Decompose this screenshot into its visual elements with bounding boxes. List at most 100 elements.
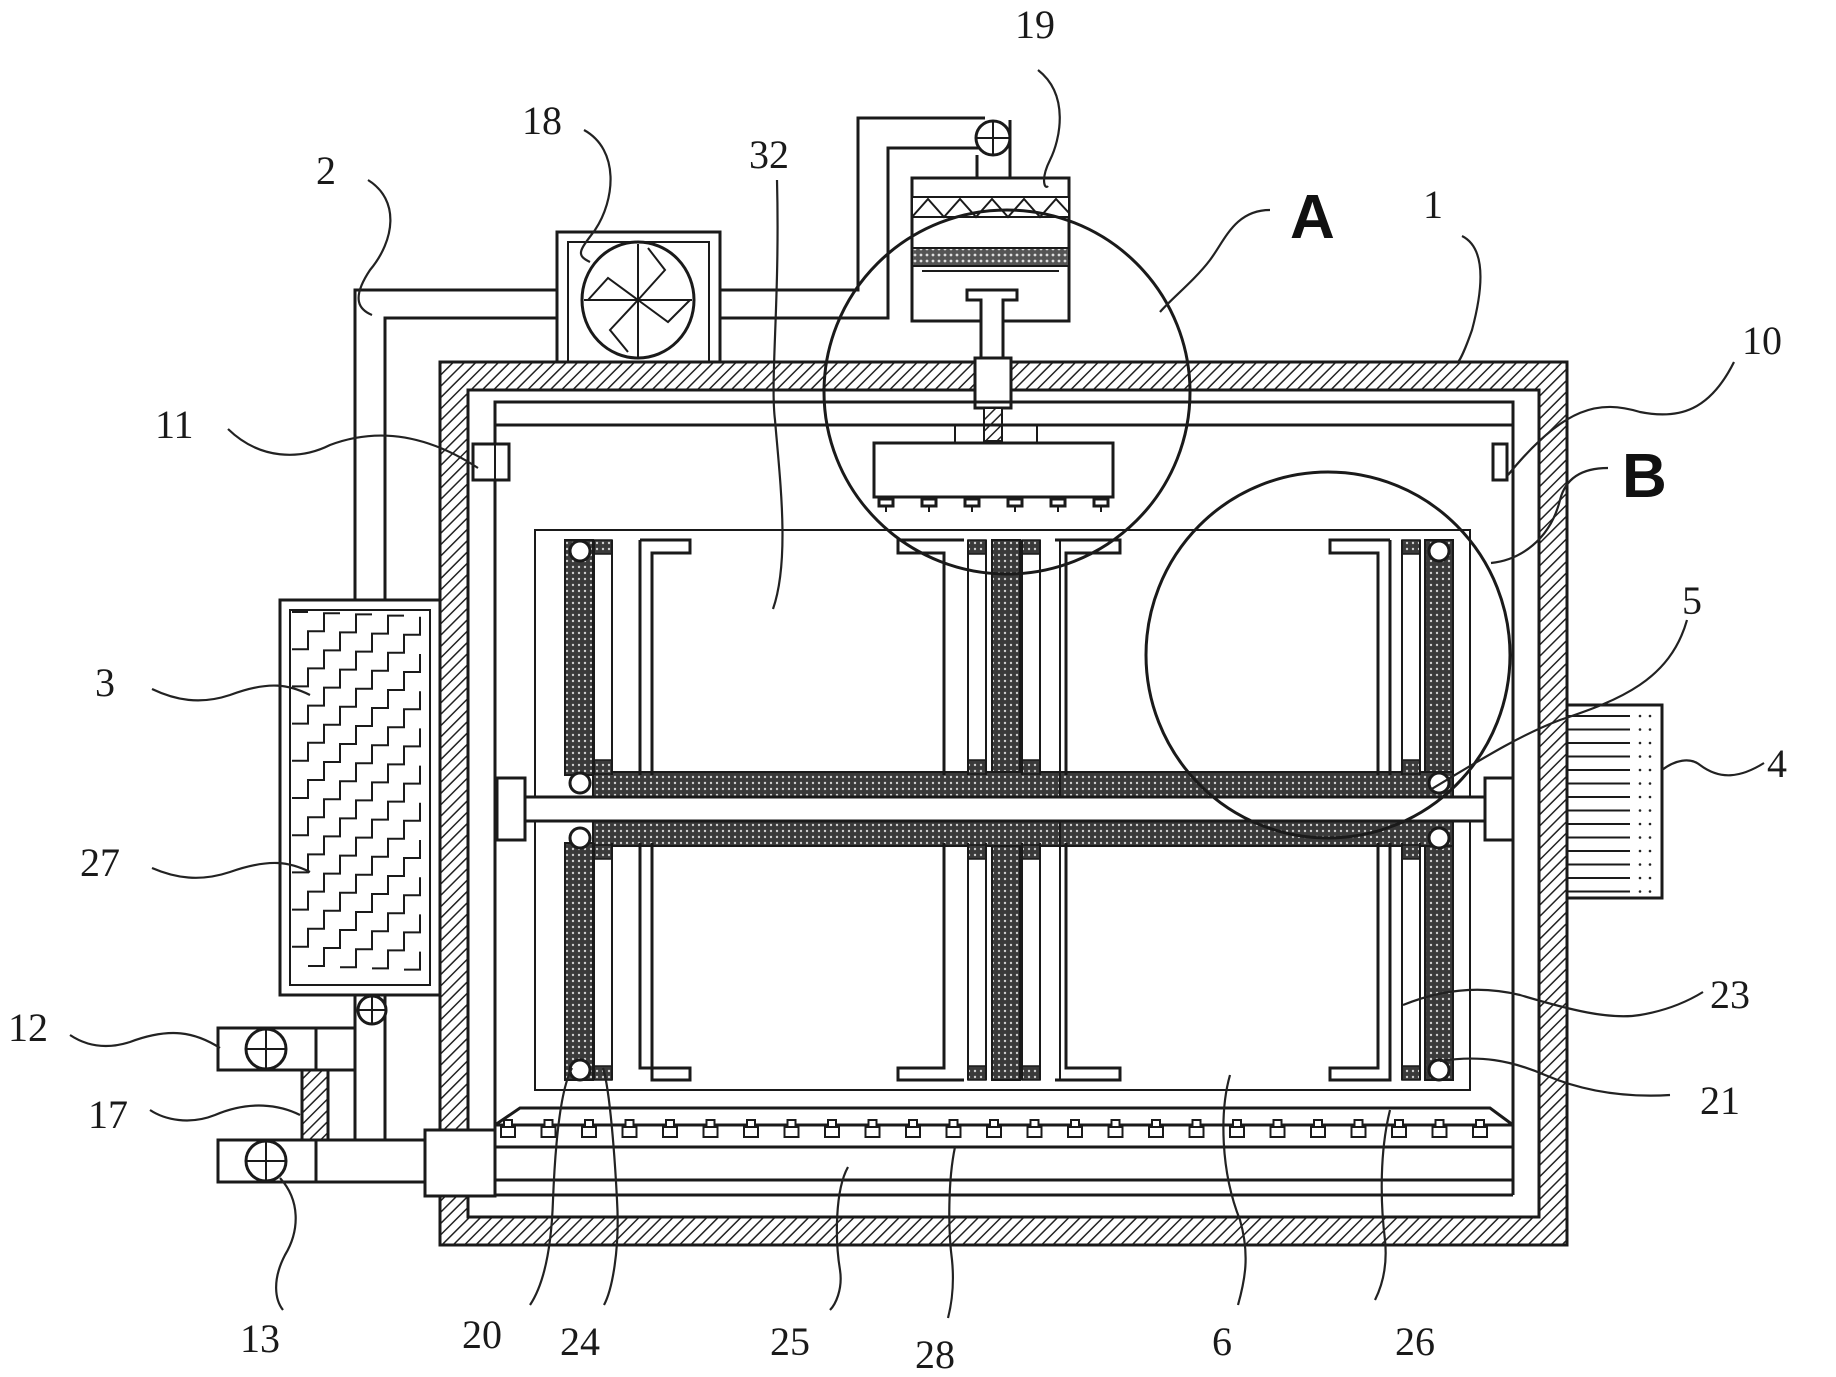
- lower-valve-fan: [216, 1128, 497, 1198]
- spray-head: [872, 425, 1115, 512]
- nozzle-cap: [503, 1119, 513, 1128]
- tray-bracket: [896, 538, 964, 775]
- nozzle: [1049, 497, 1067, 508]
- label-10: 10: [1742, 318, 1782, 363]
- heating-coil: [292, 611, 421, 971]
- nozzle-cap: [1394, 1119, 1404, 1128]
- fin-dot: [1638, 863, 1642, 866]
- upper-valve-fan: [216, 1026, 357, 1072]
- fin-dot: [1638, 714, 1642, 718]
- coil-step: [292, 728, 421, 874]
- nozzle-cap: [1029, 1119, 1040, 1128]
- pad: [967, 759, 987, 775]
- pad: [1021, 759, 1041, 775]
- bottom-plenum: [494, 1106, 1514, 1197]
- nozzle: [743, 1126, 759, 1138]
- tray-bracket: [1328, 538, 1390, 775]
- fin-dot: [1648, 890, 1652, 893]
- nozzle: [1310, 1126, 1326, 1138]
- nozzle: [621, 1126, 638, 1138]
- fin-dot: [1648, 849, 1652, 853]
- heater-box: [278, 598, 442, 997]
- nozzle: [1229, 1126, 1245, 1138]
- fin-dot: [1638, 768, 1642, 772]
- label-17: 12: [8, 1005, 48, 1050]
- fin-dot: [1638, 782, 1642, 785]
- fin-dot: [1638, 849, 1642, 853]
- pad: [967, 539, 987, 555]
- coil-step: [292, 616, 421, 762]
- fin-dot: [1638, 822, 1642, 826]
- roller: [568, 826, 592, 850]
- nozzle-cap: [786, 1119, 797, 1128]
- rack-column: [564, 539, 594, 776]
- roller: [568, 1058, 592, 1082]
- pad: [1401, 1065, 1421, 1081]
- nozzle: [920, 497, 938, 508]
- rack-bar-upper: [592, 771, 1454, 798]
- nozzle-cap: [1191, 1119, 1202, 1128]
- roller: [568, 539, 592, 563]
- fin-dot: [1638, 755, 1642, 758]
- nozzle: [1067, 1126, 1083, 1138]
- rack-column: [564, 842, 594, 1081]
- fin-dot: [1648, 714, 1652, 718]
- rack-bar-lower: [592, 820, 1454, 847]
- rack-column: [991, 842, 1021, 1081]
- label-1: 1: [1423, 182, 1443, 227]
- nozzle-cap: [827, 1119, 837, 1128]
- nozzle: [1148, 1126, 1164, 1138]
- nozzle: [1350, 1126, 1367, 1138]
- nozzle: [783, 1126, 800, 1138]
- nozzle-cap: [948, 1119, 959, 1128]
- callout-labels: 2 18 32 19 A 1 10 B 5 4 11 3 27 12 17 13…: [8, 2, 1787, 1377]
- fin-dot: [1648, 755, 1652, 758]
- pad: [593, 844, 613, 860]
- nozzle-cap: [543, 1119, 554, 1128]
- nozzle: [1269, 1126, 1286, 1138]
- tray-bracket: [1055, 538, 1122, 775]
- nozzle-cap: [989, 1119, 999, 1128]
- fin-dot: [1638, 728, 1642, 731]
- fin-dot: [1638, 876, 1642, 880]
- coil-step: [340, 877, 421, 969]
- roller: [1427, 539, 1451, 563]
- nozzle: [500, 1126, 516, 1138]
- nozzle: [581, 1126, 597, 1138]
- coil-step: [292, 765, 421, 911]
- label-6: 6: [1212, 1319, 1232, 1364]
- roller: [568, 771, 592, 795]
- fin-dot: [1638, 890, 1642, 893]
- nozzle: [1391, 1126, 1407, 1138]
- label-3: 3: [95, 660, 115, 705]
- sensor-left: [471, 442, 511, 482]
- label-5: 5: [1682, 578, 1702, 623]
- nozzle-cap: [1353, 1119, 1364, 1128]
- label-24: 24: [560, 1319, 600, 1364]
- small-fan-top: [974, 119, 1012, 178]
- small-fan-heater: [356, 994, 388, 1026]
- roller: [1427, 1058, 1451, 1082]
- nozzle-row: [500, 1119, 1488, 1138]
- nozzle: [824, 1126, 840, 1138]
- tray-bracket: [638, 843, 692, 1082]
- label-20: 20: [462, 1312, 502, 1357]
- nozzle: [864, 1126, 881, 1138]
- pad: [1021, 844, 1041, 860]
- coil-step: [292, 614, 404, 725]
- fin-dot: [1648, 876, 1652, 880]
- detail-circle-a: [822, 208, 1192, 576]
- fin-dot: [1648, 741, 1652, 745]
- detail-label-a: A: [1290, 183, 1335, 252]
- label-27: 27: [80, 840, 120, 885]
- rack-column: [1424, 842, 1454, 1081]
- fin-dot: [1648, 795, 1652, 799]
- nozzle-cap: [746, 1119, 756, 1128]
- pad: [1401, 844, 1421, 860]
- fin-dot: [1648, 782, 1652, 785]
- label-18: 13: [240, 1316, 280, 1361]
- coil-step: [372, 914, 421, 970]
- fin-dot: [1648, 809, 1652, 812]
- label-32: 32: [749, 132, 789, 177]
- nozzle-cap: [1313, 1119, 1323, 1128]
